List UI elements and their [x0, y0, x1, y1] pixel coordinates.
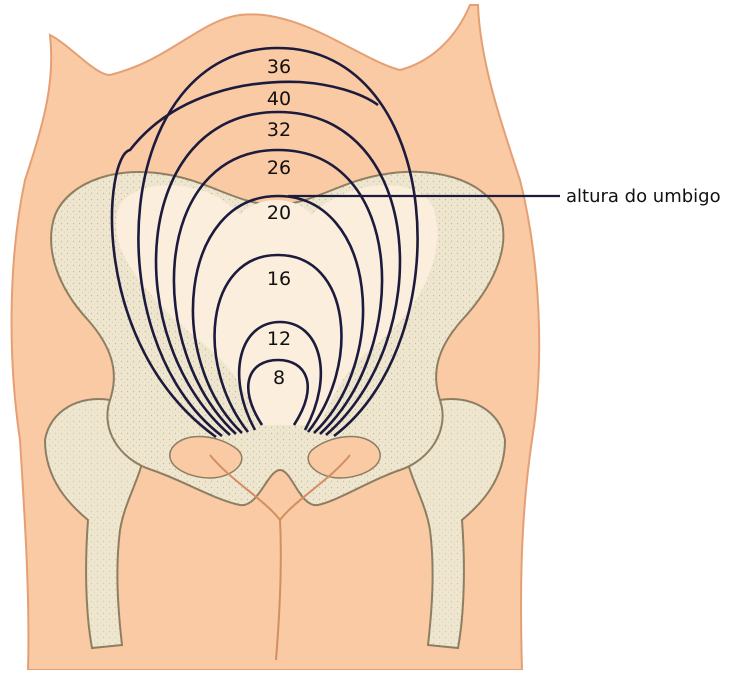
label-20: 20: [267, 202, 291, 224]
label-32: 32: [267, 119, 291, 141]
week-labels: 36 40 32 26 20 16 12 8: [267, 56, 291, 389]
label-16: 16: [267, 268, 291, 290]
label-8: 8: [273, 367, 285, 389]
label-36: 36: [267, 56, 291, 78]
umbilicus-label: altura do umbigo: [566, 186, 721, 207]
label-26: 26: [267, 157, 291, 179]
label-40: 40: [267, 88, 291, 110]
label-12: 12: [267, 328, 291, 350]
